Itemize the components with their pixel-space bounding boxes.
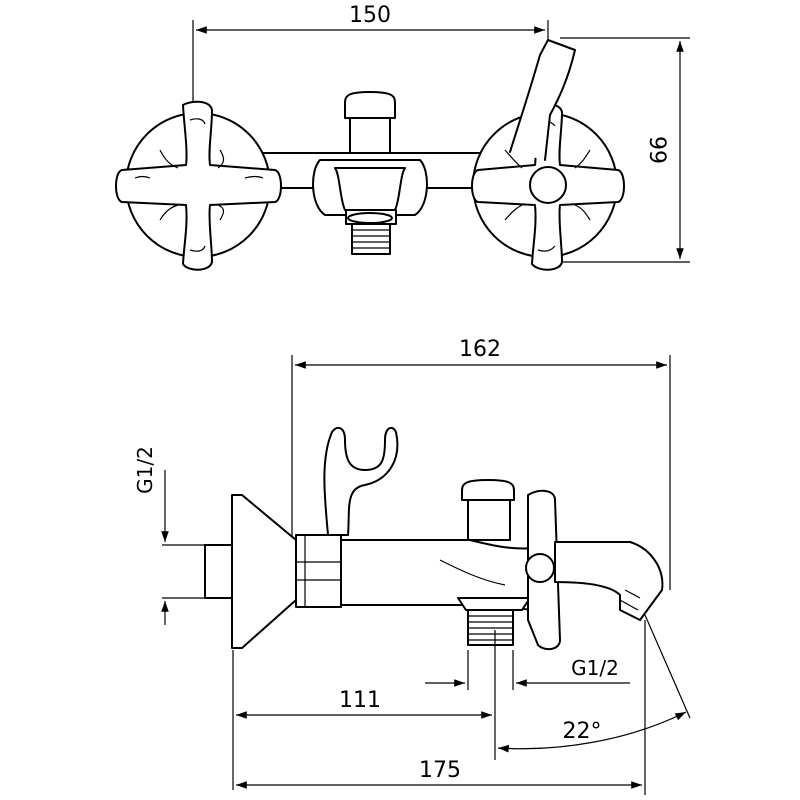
- diverter-side: [457, 479, 531, 760]
- side-view: 162 G1/2: [133, 337, 691, 795]
- center-diverter: [312, 91, 428, 255]
- shower-holder: [323, 426, 399, 536]
- diverter-knob: [344, 91, 396, 119]
- dimension-angle: 22°: [497, 614, 691, 753]
- dimension-162: 162: [291, 337, 671, 590]
- dim-label-111: 111: [339, 688, 381, 713]
- shower-holder-arm: [509, 39, 576, 161]
- dim-label-175: 175: [419, 758, 461, 783]
- dimension-99: 99: [560, 37, 690, 263]
- dim-label-99: 99: [644, 136, 669, 164]
- right-handle-side: [525, 489, 561, 651]
- dim-label-inlet: G1/2: [133, 446, 157, 494]
- dim-label-outlet: G1/2: [571, 656, 619, 680]
- top-view: 150 99: [115, 3, 690, 271]
- dim-label-angle: 22°: [563, 719, 602, 744]
- outlet-thread: [351, 223, 391, 255]
- dimension-111: 111: [232, 650, 492, 790]
- spout: [554, 541, 664, 621]
- wall-flange: [231, 494, 297, 649]
- hex-connector: [295, 534, 342, 608]
- dimension-150: 150: [192, 3, 549, 115]
- inlet-connector: [204, 544, 236, 599]
- dimension-outlet-thread: G1/2: [425, 650, 630, 690]
- dimension-175: 175: [236, 620, 646, 795]
- dim-label-162: 162: [459, 337, 501, 362]
- diverter-stem: [349, 117, 391, 154]
- left-cross-handle: [115, 100, 282, 271]
- dim-label-150: 150: [349, 3, 391, 28]
- dimension-inlet-thread: G1/2: [133, 446, 215, 625]
